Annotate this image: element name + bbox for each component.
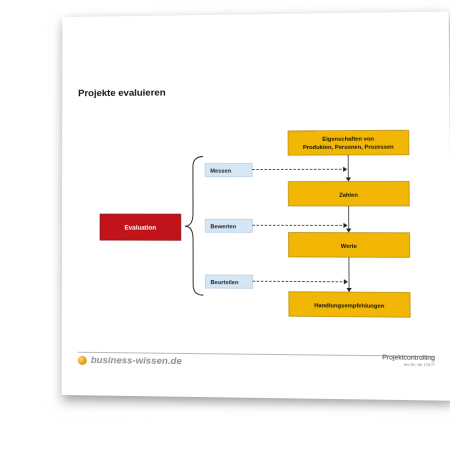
curly-brace	[185, 157, 204, 296]
stage-box-handlungsempfehlungen: Handlungsempfehlungen	[289, 292, 410, 318]
brand-name: business-wissen.de	[90, 354, 182, 368]
step-label-bewerten: Bewerten	[205, 219, 252, 232]
step-label-beurteilen: Beurteilen	[205, 275, 252, 288]
document-category: Projektcontrolling	[382, 354, 435, 363]
stage-connectors	[345, 155, 352, 293]
stage-box-zahlen: Zahlen	[288, 181, 409, 206]
stage-zahlen-label: Zahlen	[339, 193, 358, 199]
stage-werte-label: Werte	[341, 244, 357, 250]
step-messen-text: Messen	[210, 169, 232, 175]
document-reference: Art.-Nr.: ML 178 77	[403, 362, 435, 368]
brand-logo: business-wissen.de	[77, 354, 182, 368]
step-beurteilen-text: Beurteilen	[211, 280, 240, 286]
step-label-messen: Messen	[205, 163, 252, 176]
stage-properties-line1: Eigenschaften von	[322, 137, 374, 143]
stage-properties-line2: Produkten, Personen, Prozessen	[303, 145, 394, 152]
evaluation-diagram: Eigenschaften von Produkten, Personen, P…	[62, 11, 450, 400]
evaluation-label: Evaluation	[125, 225, 157, 232]
stage-handlung-label: Handlungsempfehlungen	[314, 303, 385, 310]
brand-dot-icon	[77, 355, 87, 365]
step-bewerten-text: Bewerten	[210, 224, 236, 230]
stage-box-properties: Eigenschaften von Produkten, Personen, P…	[288, 130, 409, 155]
evaluation-box: Evaluation	[100, 214, 181, 240]
stage-box-werte: Werte	[288, 232, 409, 257]
document-page: Projekte evaluieren Eigenschaften von Pr…	[61, 11, 450, 401]
